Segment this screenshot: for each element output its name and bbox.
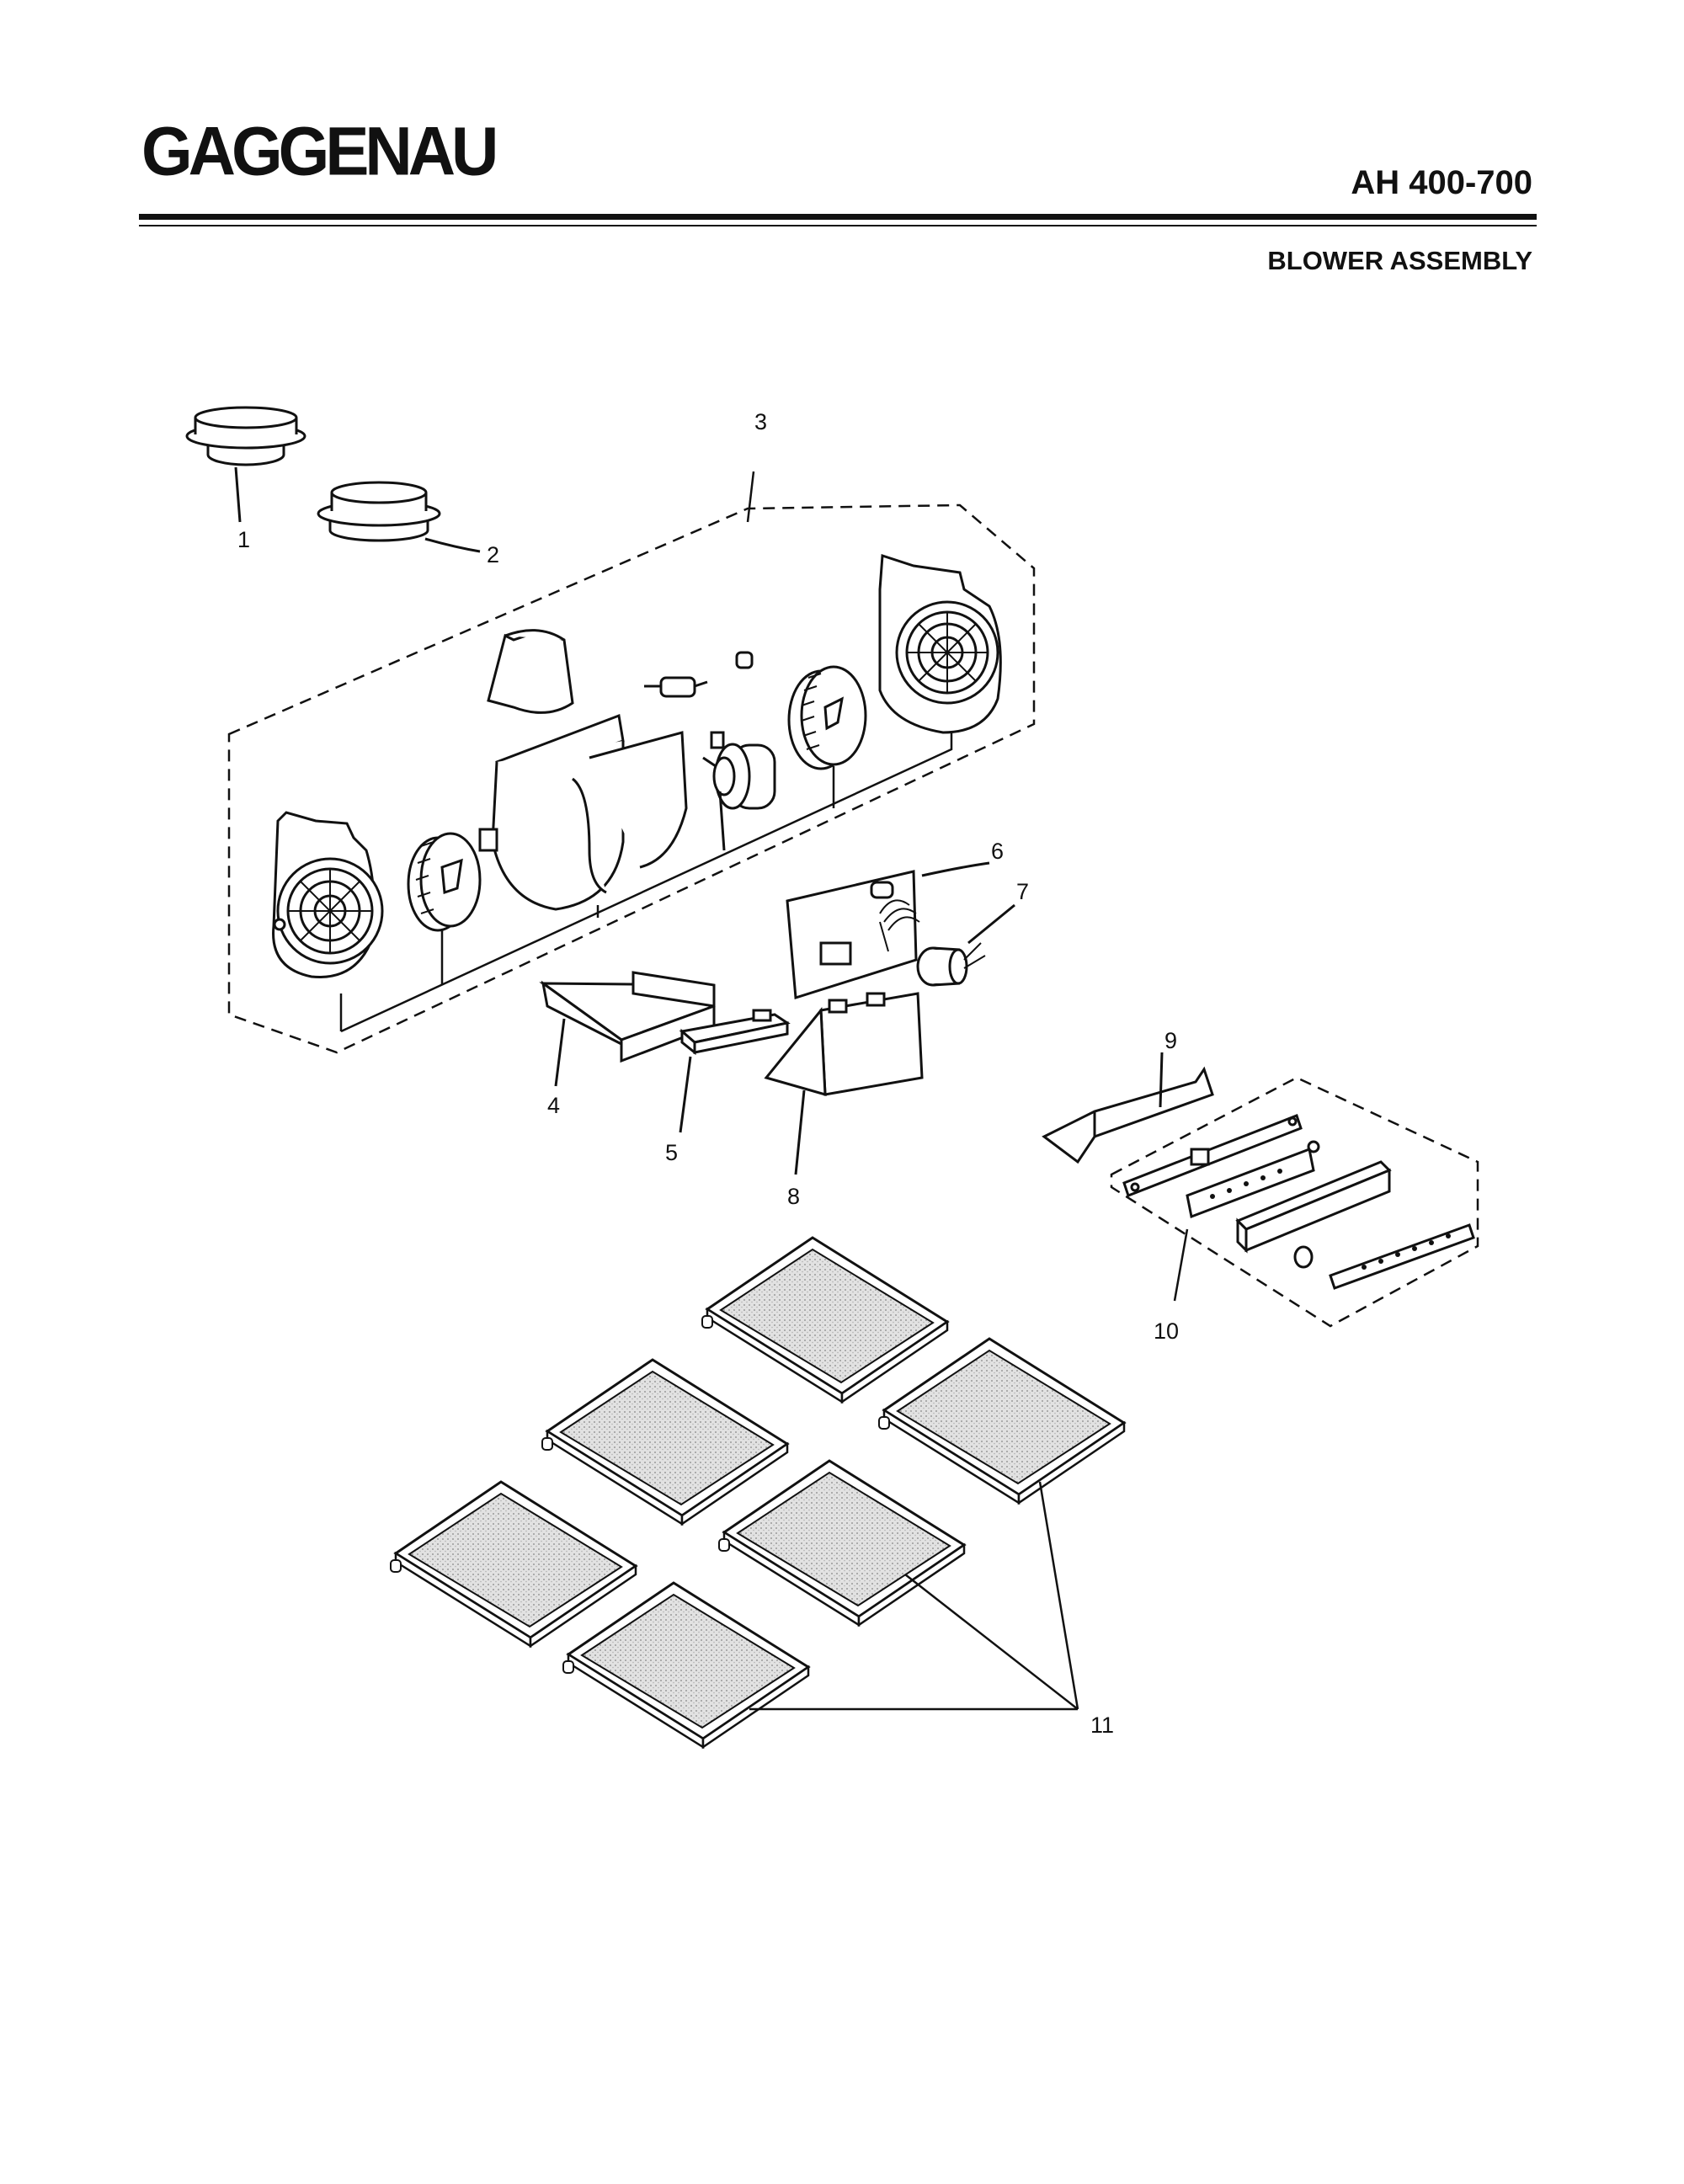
part-4-duct-tray: [539, 971, 716, 1087]
part-1-cap: [185, 406, 306, 523]
callout-3: 3: [754, 409, 767, 434]
section-title: BLOWER ASSEMBLY: [1267, 246, 1532, 275]
callout-10: 10: [1154, 1318, 1179, 1344]
part-9-bracket: [1042, 1052, 1214, 1164]
callout-9: 9: [1164, 1028, 1177, 1053]
model-number: AH 400-700: [1351, 164, 1532, 201]
part-6-control-board: [786, 861, 990, 999]
part-8-switch-housing: [764, 992, 924, 1175]
callout-1: 1: [237, 527, 250, 552]
callout-5: 5: [665, 1140, 678, 1165]
header-rule-thin: [139, 225, 1537, 226]
callout-labels: 1 2 3 4 5 6 7 8 9 10 11: [237, 409, 1179, 1738]
part-5-rail: [679, 1009, 791, 1133]
part-3-blower-group: [227, 471, 1036, 1054]
callout-8: 8: [787, 1184, 800, 1209]
part-11-grease-filters: [389, 1236, 1126, 1749]
part-2-cap: [317, 481, 481, 553]
callout-6: 6: [991, 839, 1004, 864]
callout-7: 7: [1016, 879, 1029, 904]
part-10-control-panel-group: [1110, 1076, 1479, 1328]
callout-2: 2: [487, 542, 499, 567]
header-rule: [139, 214, 1537, 220]
brand-logo: GAGGENAU: [141, 111, 498, 190]
part-7-capacitor: [916, 903, 1015, 987]
callout-4: 4: [547, 1093, 560, 1118]
callout-11: 11: [1090, 1713, 1114, 1738]
